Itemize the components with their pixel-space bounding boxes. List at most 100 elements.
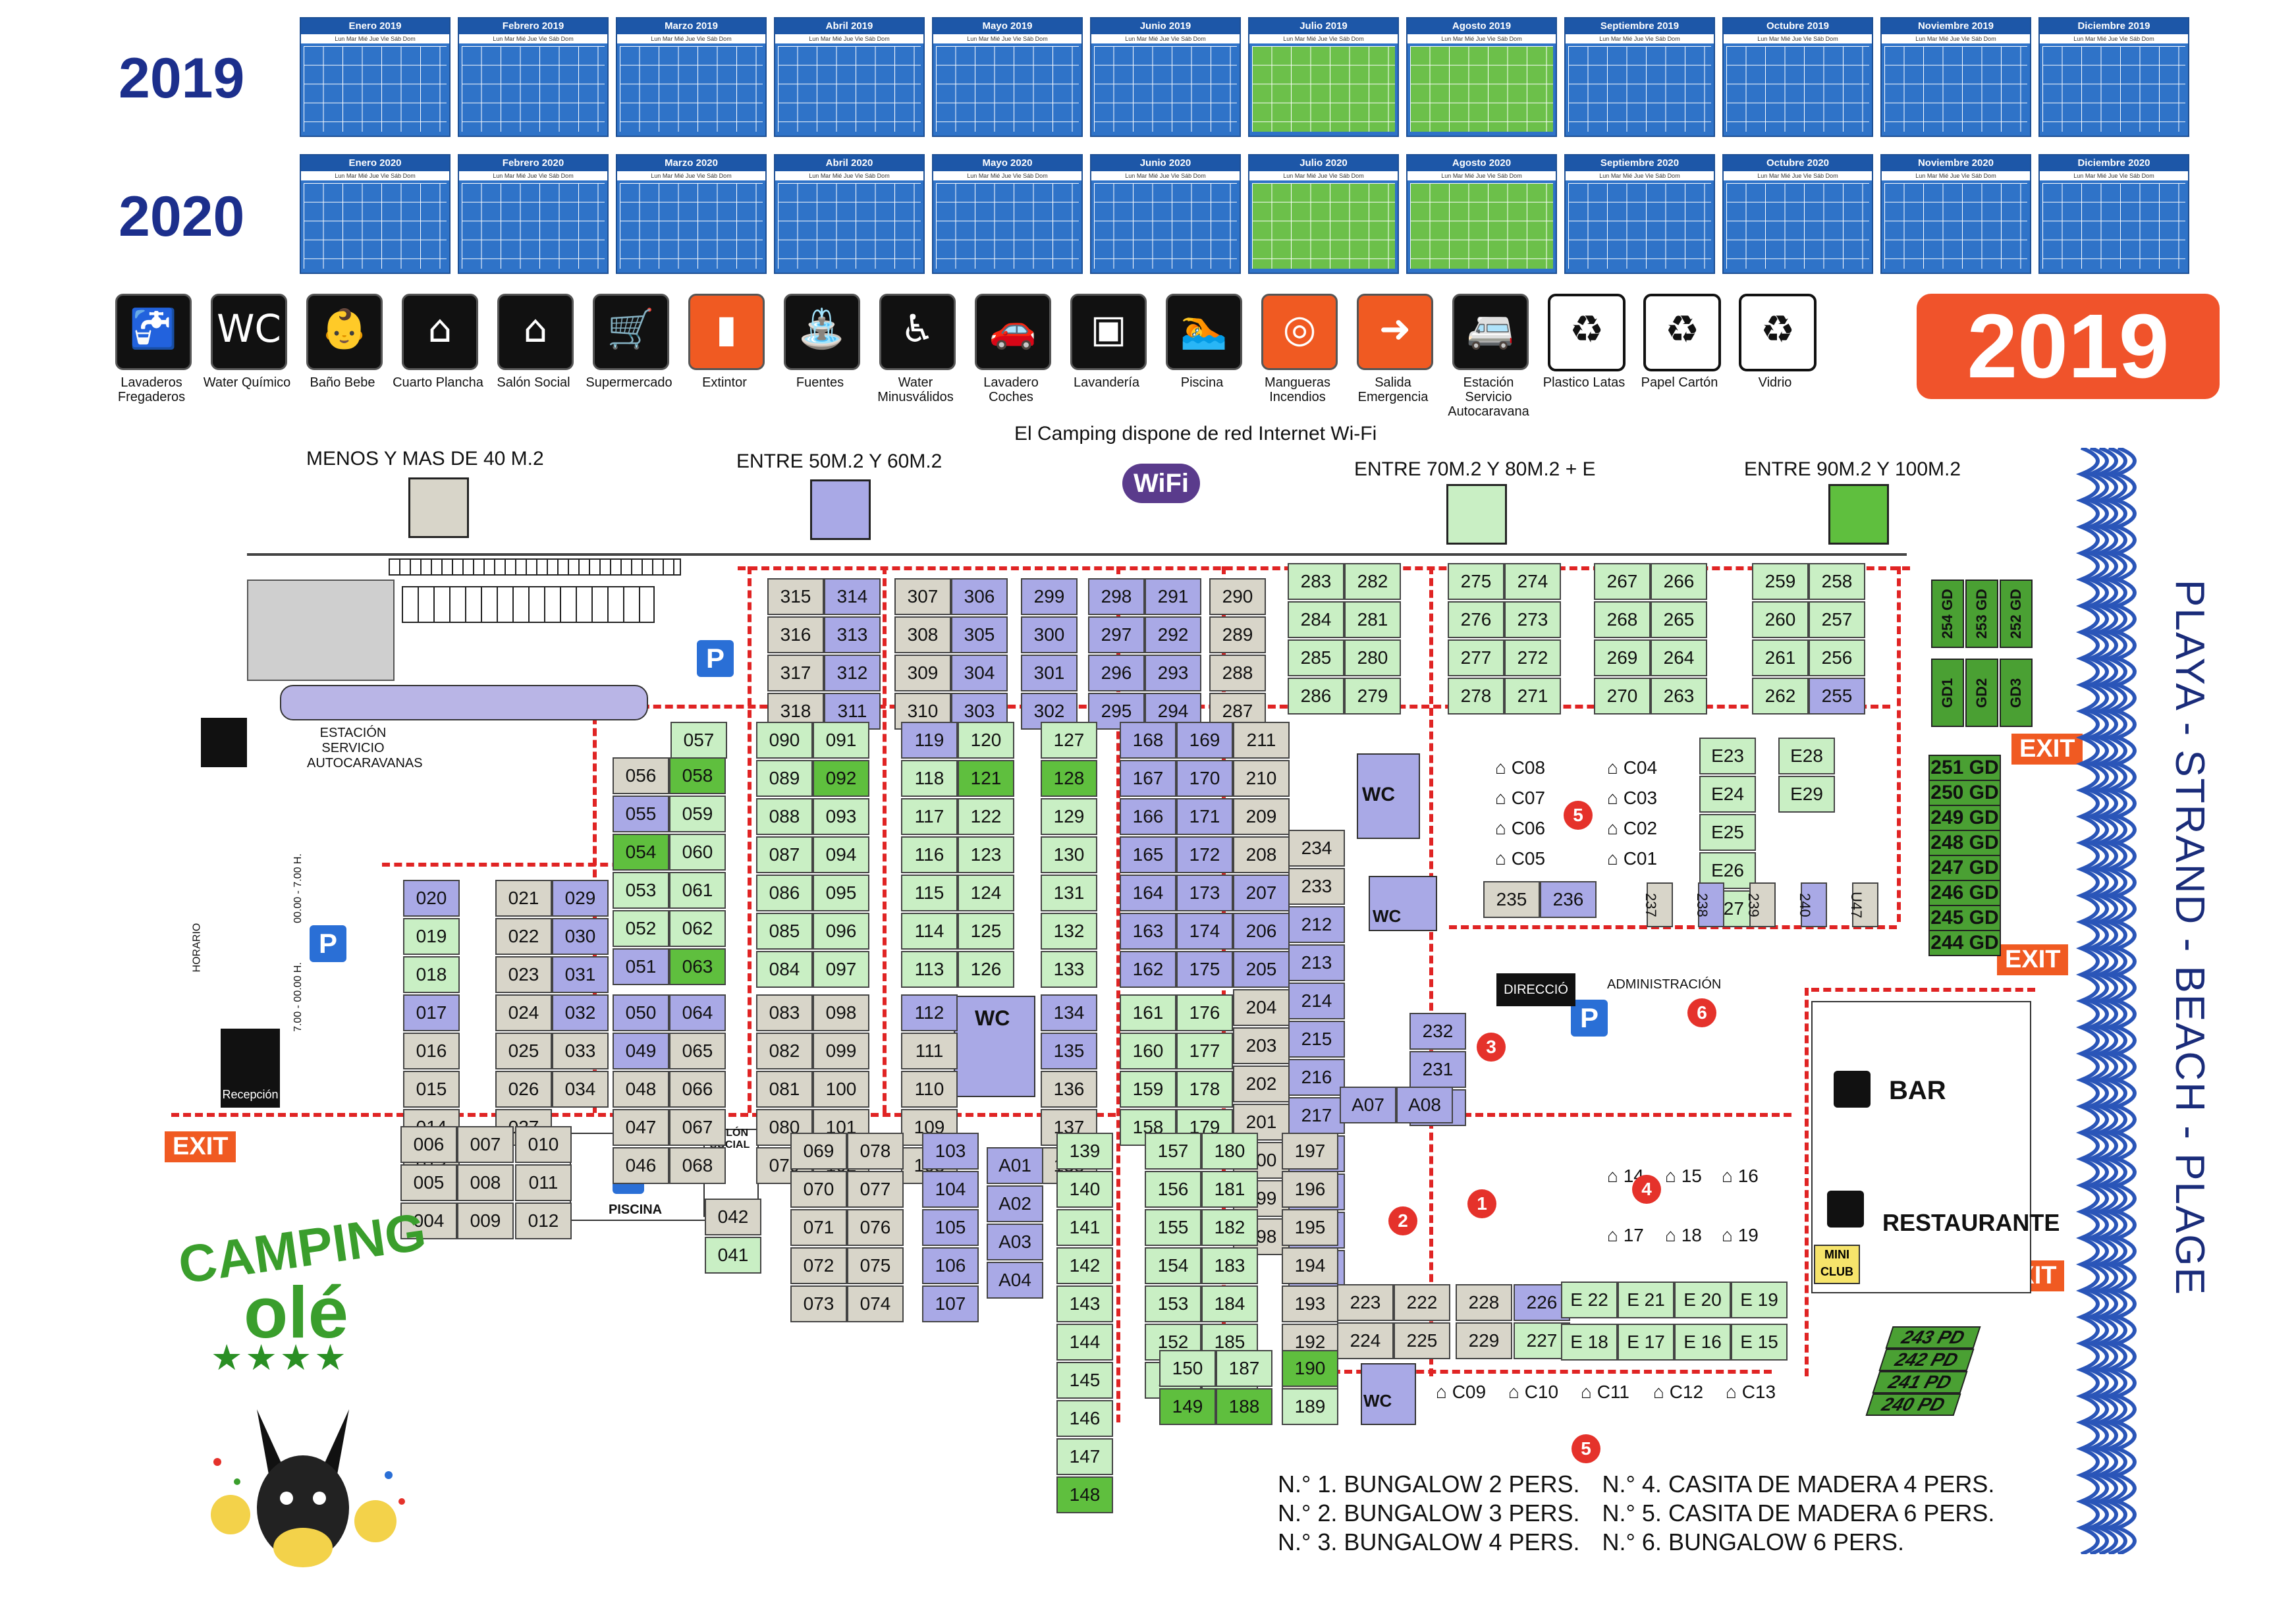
pitch: 212 xyxy=(1288,906,1345,943)
pitch: A01 xyxy=(987,1147,1043,1184)
hours-night: 00.00 - 7.00 H. xyxy=(292,853,304,923)
pitch: 006 xyxy=(400,1126,457,1163)
road-south-east xyxy=(1284,1370,1772,1374)
pitch: 141 xyxy=(1056,1209,1113,1246)
pitch: 105 xyxy=(922,1209,979,1246)
service-label: Salón Social xyxy=(497,375,570,390)
pitch: 095 xyxy=(813,875,869,911)
pitch: 315 xyxy=(767,578,824,615)
road-east xyxy=(1811,988,2035,992)
casita: ⌂ 19 xyxy=(1722,1225,1759,1245)
pitch: 047 xyxy=(613,1109,669,1146)
pitch: 020 xyxy=(403,880,460,917)
pitch: 081 xyxy=(756,1071,813,1108)
pitch: 066 xyxy=(669,1071,726,1108)
month-title: Febrero 2020 xyxy=(459,155,607,171)
pitch: 238 xyxy=(1694,882,1724,927)
service-label: Salida Emergencia xyxy=(1357,375,1429,404)
pitch: 295 xyxy=(1088,693,1145,730)
road-v4 xyxy=(1116,566,1120,1422)
day-grid xyxy=(1726,46,1869,132)
pitch: 159 xyxy=(1120,1071,1176,1108)
service-label: Supermercado xyxy=(586,375,672,390)
pitch: 107 xyxy=(922,1285,979,1322)
sink-icon: 🚰 xyxy=(115,294,192,370)
month-title: Marzo 2019 xyxy=(617,18,765,34)
weekday-header: Lun Mar Mié Jue Vie Sáb Dom xyxy=(1408,171,1556,180)
day-grid xyxy=(1568,46,1711,132)
pitch: A08 xyxy=(1396,1087,1453,1123)
size-label-40: MENOS Y MAS DE 40 M.2 xyxy=(306,448,544,470)
pitch: 266 xyxy=(1651,563,1707,600)
casita: ⌂ 16 xyxy=(1722,1166,1759,1186)
fire-hose-icon: ◎ xyxy=(1261,294,1338,370)
pitch: E 21 xyxy=(1618,1282,1674,1318)
pitch: 103 xyxy=(922,1133,979,1170)
size-swatch-70-80 xyxy=(1446,484,1507,545)
pitch: 279 xyxy=(1344,678,1401,715)
pitch: 264 xyxy=(1651,639,1707,676)
fountain-icon: ⛲ xyxy=(784,294,860,370)
pitch: E 18 xyxy=(1561,1324,1618,1361)
pitch: 293 xyxy=(1145,655,1201,691)
day-grid xyxy=(304,46,447,132)
pitch: 313 xyxy=(824,616,881,653)
caravan-service-icon: 🚐 xyxy=(1452,294,1529,370)
day-grid xyxy=(778,46,921,132)
weekday-header: Lun Mar Mié Jue Vie Sáb Dom xyxy=(2040,34,2188,43)
pitch: 257 xyxy=(1809,601,1865,638)
note-6: N.° 6. BUNGALOW 6 PERS. xyxy=(1602,1528,1905,1555)
pitch: 063 xyxy=(669,948,726,985)
day-grid xyxy=(1884,46,2027,132)
bar-icon xyxy=(1834,1071,1871,1108)
pitch: 160 xyxy=(1120,1033,1176,1069)
size-swatch-50-60 xyxy=(810,479,871,540)
pitch: E 15 xyxy=(1731,1324,1788,1361)
accommodation-marker: 6 xyxy=(1687,998,1716,1027)
month-title: Junio 2020 xyxy=(1091,155,1240,171)
weekday-header: Lun Mar Mié Jue Vie Sáb Dom xyxy=(1566,171,1714,180)
pitch: 054 xyxy=(613,834,669,871)
pitch: 074 xyxy=(847,1285,904,1322)
pd-pitch: 243 PD xyxy=(1885,1326,1981,1349)
month-title: Julio 2019 xyxy=(1249,18,1398,34)
bungalow: ⌂ C08 xyxy=(1495,757,1546,778)
year-2019-label: 2019 xyxy=(119,47,245,110)
bungalow: ⌂ C11 xyxy=(1581,1382,1629,1402)
recycle-green-icon: ♻ xyxy=(1739,294,1817,371)
pitch: 072 xyxy=(790,1247,847,1284)
reception-label: Recepción xyxy=(222,1088,279,1101)
gd-pitch: 253 GD xyxy=(1965,580,1998,648)
month-title: Enero 2019 xyxy=(301,18,449,34)
day-grid xyxy=(2042,46,2185,132)
day-grid xyxy=(462,46,605,132)
pool-icon: 🏊 xyxy=(1166,294,1242,370)
day-grid xyxy=(2042,183,2185,269)
weekday-header: Lun Mar Mié Jue Vie Sáb Dom xyxy=(933,34,1081,43)
gd-pitch: GD2 xyxy=(1965,659,1998,727)
day-grid xyxy=(620,183,763,269)
note-4: N.° 4. CASITA DE MADERA 4 PERS. xyxy=(1602,1471,1995,1498)
pitch: 049 xyxy=(613,1033,669,1069)
pitch: 213 xyxy=(1288,944,1345,981)
casita: ⌂ 15 xyxy=(1665,1166,1702,1186)
pitch: 100 xyxy=(813,1071,869,1108)
service-glyph: 🚰 xyxy=(129,306,178,351)
logo-stars: ★★★★ xyxy=(211,1338,349,1378)
pitch: U47 xyxy=(1848,882,1878,927)
pitch: 069 xyxy=(790,1133,847,1170)
pitch: 240 xyxy=(1797,882,1827,927)
pitch: 301 xyxy=(1021,655,1078,691)
pitch: 096 xyxy=(813,913,869,950)
weekday-header: Lun Mar Mié Jue Vie Sáb Dom xyxy=(1091,34,1240,43)
pitch: 065 xyxy=(669,1033,726,1069)
pitch: E 19 xyxy=(1731,1282,1788,1318)
beach-label: PLAYA - STRAND - BEACH - PLAGE xyxy=(2167,580,2212,1296)
pitch: 057 xyxy=(670,722,727,759)
pitch: 194 xyxy=(1282,1247,1338,1284)
pitch: 291 xyxy=(1145,578,1201,615)
